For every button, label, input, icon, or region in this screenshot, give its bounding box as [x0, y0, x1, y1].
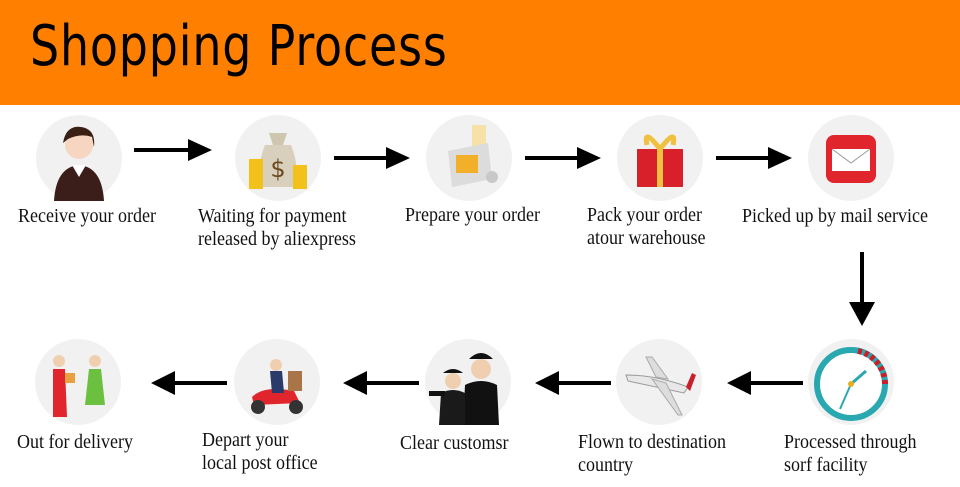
customer-service-icon — [36, 115, 122, 201]
step-label-clear-customs: Clear customsr — [400, 432, 509, 454]
svg-text:$: $ — [270, 155, 285, 183]
arrow-left-icon — [343, 371, 419, 395]
arrow-right-icon — [134, 139, 212, 161]
step-label-receive-order: Receive your order — [18, 205, 156, 227]
gift-box-icon — [617, 115, 703, 201]
arrow-left-icon — [727, 371, 803, 395]
step-label-prepare-order: Prepare your order — [405, 204, 540, 226]
step-label-out-for-delivery: Out for delivery — [17, 431, 133, 453]
arrow-right-icon — [525, 147, 601, 169]
cash-register-icon — [426, 115, 512, 201]
mailbox-icon — [808, 115, 894, 201]
header-banner: Shopping Process — [0, 0, 960, 105]
customs-officers-icon — [425, 339, 511, 425]
arrow-left-icon — [535, 371, 611, 395]
delivery-handover-icon — [35, 339, 121, 425]
money-bag-icon: $ — [235, 115, 321, 201]
page-title: Shopping Process — [30, 14, 448, 79]
step-label-picked-up: Picked up by mail service — [742, 205, 928, 227]
arrow-left-icon — [151, 371, 227, 395]
scooter-courier-icon — [234, 339, 320, 425]
airplane-icon — [616, 339, 702, 425]
arrow-right-icon — [716, 147, 792, 169]
arrow-right-icon — [334, 147, 410, 169]
clock-icon — [808, 339, 894, 425]
arrow-down-icon — [849, 252, 875, 326]
